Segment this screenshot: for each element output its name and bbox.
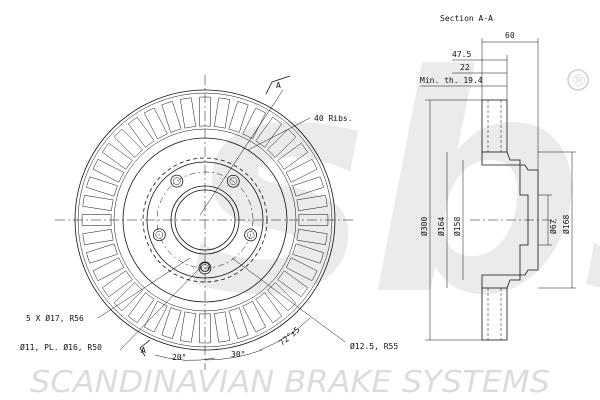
bolt-hole-chamfer [173,177,181,185]
dia-67-label: Ø67 [548,219,558,234]
vent-rib [161,307,182,339]
dia-168-label: Ø168 [561,215,571,234]
section-marker-top: A [276,81,281,90]
disc-outer-edge [74,89,336,351]
hole-leader [231,257,346,343]
angle-72-arc [259,317,311,351]
vent-rib [199,96,211,127]
vent-rib [285,257,318,282]
vent-rib [292,243,324,264]
dim-22-label: 22 [460,63,470,72]
friction-ring-top [481,99,508,153]
vent-rib [298,214,329,226]
vent-rib [242,107,267,140]
vent-rib [81,214,112,226]
vent-rib [228,307,249,339]
angle-20-arc [154,354,216,361]
sbs-logo-watermark: sbs ® [190,12,600,361]
vent-rib [199,313,211,344]
vent-rib [285,158,318,183]
vent-rib [180,97,197,129]
bolt-hole [244,228,258,242]
angle-30-label: 30° [231,350,245,359]
vent-rib [92,158,125,183]
vent-rib [101,270,133,298]
bolt-hole-chamfer [155,231,164,239]
pilot-holes-label: Ø11, PL. Ø16, R50 [20,342,102,352]
vent-rib [213,311,230,343]
vent-rib [127,116,155,148]
vent-rib [267,128,297,158]
vent-rib [143,107,168,140]
min-thickness-label: Min. th. 19.4 [420,76,483,85]
hub-outer-edge [146,161,264,279]
hole-dimension-label: Ø12.5, R55 [350,341,398,351]
hub-dashed-circle [142,157,268,283]
bolt-hole [170,174,184,188]
bolt-hole [226,174,240,188]
vent-rib [82,228,114,245]
friction-ring-inner-edge [122,137,288,303]
vent-rib [255,116,283,148]
bolt-holes [152,174,258,275]
vent-rib [292,176,324,197]
company-name-watermark: SCANDINAVIAN BRAKE SYSTEMS [30,365,550,400]
vent-rib [213,97,230,129]
vent-rib [267,282,297,312]
section-arrow-bottom [139,339,151,357]
angle-20-label: 20° [172,353,186,362]
bolt-holes-leader [97,257,191,319]
vent-rib [296,195,328,212]
vent-rib [277,270,309,298]
vent-inner-ring [113,128,297,312]
registered-mark-circle [567,69,589,91]
pilot-leader [119,267,201,351]
bolt-hole-chamfer [246,231,255,239]
bolt-holes-label: 5 X Ø17, R56 [26,313,84,323]
ribs-count-label: 40 Ribs. [314,114,353,123]
dim-60-label: 60 [505,31,515,40]
bolt-circle [156,171,254,269]
vent-rib [113,128,143,158]
vent-rib [277,142,309,170]
registered-mark: ® [571,71,587,90]
vent-rib [228,101,249,133]
section-arrow-top [265,75,291,95]
dia-164-label: Ø164 [436,217,446,236]
vent-rib [82,195,114,212]
bolt-hole [152,228,166,242]
bolt-hole-chamfer [229,177,238,185]
friction-ring-bottom [481,287,508,341]
vent-rib [143,300,168,333]
vent-rib [127,292,155,324]
vent-rib [92,257,125,282]
vent-rib [101,142,133,170]
sbs-logo-text: sbs [190,12,600,361]
vent-rib [86,176,118,197]
vent-rib [296,228,328,245]
vent-rib [161,101,182,133]
section-marker-bottom: A [141,346,146,355]
center-bore [174,189,236,251]
vent-rib [242,300,267,333]
bolt-hole [198,261,212,275]
vent-rib [255,292,283,324]
vent-rib [86,243,118,264]
section-line [199,89,284,216]
center-bore-chamfer [170,185,240,255]
disc-front-view [55,75,355,370]
angle-30-arc [204,349,263,361]
section-title: Section A-A [440,14,493,23]
dia-300-label: Ø300 [419,217,429,236]
disc-section-view [420,38,576,341]
disc-outer-chamfer [77,92,333,348]
vent-ribs [81,96,329,344]
vent-rib [180,311,197,343]
dim-47-5-label: 47.5 [452,50,471,59]
dia-158-label: Ø158 [452,217,462,236]
vent-rib [113,282,143,312]
ribs-leader [247,117,311,151]
pilot-hole [200,262,210,272]
